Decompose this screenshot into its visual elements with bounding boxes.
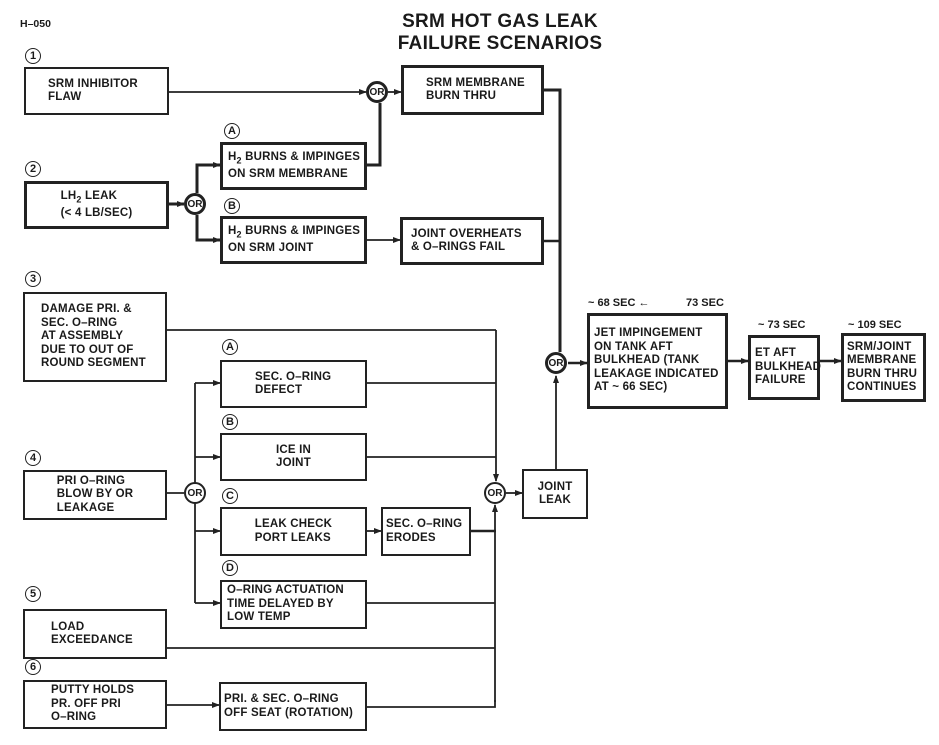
branch-letter-2a: A [224, 123, 240, 139]
timing-srm-joint: ~ 109 SEC [848, 319, 902, 331]
box-text: JOINT LEAK [537, 480, 573, 507]
box-text: H2 BURNS & IMPINGES ON SRM JOINT [223, 225, 360, 255]
scenario-number-1: 1 [25, 48, 41, 64]
or-gate-membrane: OR [366, 81, 388, 103]
text-part: H [228, 224, 237, 237]
line-or-to-h2joint [195, 215, 221, 243]
line-h2membrane-to-or [366, 103, 382, 167]
box-oring-actuation: O–RING ACTUATION TIME DELAYED BY LOW TEM… [220, 580, 367, 629]
box-text: SRM/JOINT MEMBRANE BURN THRU CONTINUES [847, 340, 918, 394]
or-gate-main: OR [545, 352, 567, 374]
box-text: H2 BURNS & IMPINGES ON SRM MEMBRANE [223, 151, 360, 181]
box-et-aft-bulkhead: ET AFT BULKHEAD FAILURE [748, 335, 822, 400]
box-text: JOINT OVERHEATS & O–RINGS FAIL [411, 227, 522, 254]
box-text: LH2 LEAK (< 4 LB/SEC) [61, 190, 133, 220]
box-oring-off-seat: PRI. & SEC. O–RING OFF SEAT (ROTATION) [219, 682, 367, 731]
box-text: SRM INHIBITOR FLAW [48, 77, 138, 104]
box-putty-holds: PUTTY HOLDS PR. OFF PRI O–RING [23, 680, 167, 729]
box-text: ET AFT BULKHEAD FAILURE [755, 347, 822, 387]
or-gate-joint-leak: OR [484, 482, 506, 504]
box-srm-membrane-burn-thru: SRM MEMBRANE BURN THRU [401, 65, 544, 115]
box-text: SRM MEMBRANE BURN THRU [426, 76, 525, 103]
box-text: PUTTY HOLDS PR. OFF PRI O–RING [51, 684, 135, 724]
text-part: H [228, 150, 237, 163]
box-text: DAMAGE PRI. & SEC. O–RING AT ASSEMBLY DU… [41, 303, 146, 370]
box-ice-in-joint: ICE IN JOINT [220, 433, 367, 481]
box-text: LEAK CHECK PORT LEAKS [254, 518, 333, 544]
branch-letter-4d: D [222, 560, 238, 576]
scenario-number-2: 2 [25, 161, 41, 177]
box-text: O–RING ACTUATION TIME DELAYED BY LOW TEM… [227, 584, 344, 624]
box-srm-inhibitor-flaw: SRM INHIBITOR FLAW [24, 67, 169, 115]
text-part: (< 4 LB/SEC) [60, 206, 133, 219]
text-part: LH [60, 189, 77, 202]
box-sec-oring-erodes: SEC. O–RING ERODES [381, 507, 471, 556]
box-text: PRI. & SEC. O–RING OFF SEAT (ROTATION) [224, 693, 354, 719]
box-sec-oring-defect: SEC. O–RING DEFECT [220, 360, 367, 408]
box-joint-leak: JOINT LEAK [522, 469, 588, 519]
scenario-number-5: 5 [25, 586, 41, 602]
branch-letter-2b: B [224, 198, 240, 214]
diagram-title: SRM HOT GAS LEAK FAILURE SCENARIOS [397, 11, 603, 54]
box-text: SEC. O–RING ERODES [386, 518, 463, 544]
text-part: LEAK [81, 189, 118, 202]
box-damage-oring: DAMAGE PRI. & SEC. O–RING AT ASSEMBLY DU… [23, 292, 167, 382]
subscript: 2 [236, 229, 242, 240]
branch-letter-4c: C [222, 488, 238, 504]
box-jet-impingement: JET IMPINGEMENT ON TANK AFT BULKHEAD (TA… [587, 313, 728, 409]
box-text: LOAD EXCEEDANCE [51, 620, 133, 647]
box-text: SEC. O–RING DEFECT [255, 370, 332, 397]
text-part: BURNS & IMPINGES ON SRM JOINT [228, 224, 361, 254]
scenario-number-3: 3 [25, 271, 41, 287]
subscript: 2 [76, 194, 82, 205]
text-part: BURNS & IMPINGES ON SRM MEMBRANE [228, 150, 361, 180]
line-or-to-h2membrane [195, 162, 221, 193]
box-joint-overheats: JOINT OVERHEATS & O–RINGS FAIL [400, 217, 544, 265]
box-srm-joint-continues: SRM/JOINT MEMBRANE BURN THRU CONTINUES [841, 333, 926, 402]
branch-letter-4a: A [222, 339, 238, 355]
branch-letter-4b: B [222, 414, 238, 430]
box-text: ICE IN JOINT [275, 443, 312, 470]
box-leak-check-port: LEAK CHECK PORT LEAKS [220, 507, 367, 556]
subscript: 2 [236, 155, 242, 166]
timing-jet-end: 73 SEC [686, 297, 724, 309]
line-membrane-to-trunk [543, 88, 562, 352]
box-pri-oring-blowby: PRI O–RING BLOW BY OR LEAKAGE [23, 470, 167, 520]
box-text: JET IMPINGEMENT ON TANK AFT BULKHEAD (TA… [594, 327, 719, 394]
box-text: PRI O–RING BLOW BY OR LEAKAGE [56, 474, 134, 514]
or-gate-pri-oring: OR [184, 482, 206, 504]
box-h2-burns-membrane: H2 BURNS & IMPINGES ON SRM MEMBRANE [220, 142, 367, 190]
box-lh2-leak: LH2 LEAK (< 4 LB/SEC) [24, 181, 169, 229]
timing-et-aft: ~ 73 SEC [758, 319, 806, 331]
timing-jet-start: ~ 68 SEC ← [588, 297, 650, 309]
or-gate-lh2: OR [184, 193, 206, 215]
document-id: H–050 [20, 18, 51, 30]
line-offseat-to-trunk [366, 700, 496, 708]
scenario-number-4: 4 [25, 450, 41, 466]
box-load-exceedance: LOAD EXCEEDANCE [23, 609, 167, 659]
box-h2-burns-joint: H2 BURNS & IMPINGES ON SRM JOINT [220, 216, 367, 264]
scenario-number-6: 6 [25, 659, 41, 675]
